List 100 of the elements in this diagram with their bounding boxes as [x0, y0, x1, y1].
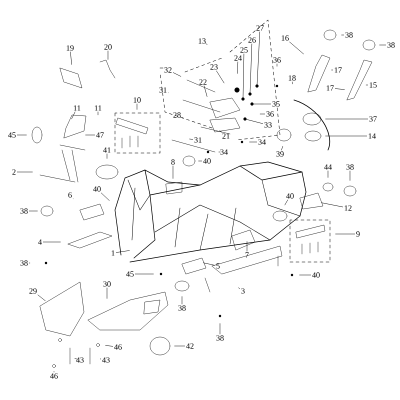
leader-line [379, 44, 386, 46]
leader-line [281, 146, 284, 150]
callout-number: 1 [112, 250, 115, 256]
leader-line [242, 54, 244, 98]
callout-number: 38 [20, 208, 28, 214]
callout-number: 13 [198, 38, 206, 44]
callout-number: 31 [194, 137, 202, 143]
leader-line [204, 86, 208, 97]
callout-number: 37 [369, 116, 377, 122]
leader-line [341, 34, 344, 36]
callout-number: 11 [94, 105, 102, 111]
leader-line [189, 138, 194, 140]
callout-number: 16 [282, 35, 289, 41]
leader-line [366, 84, 368, 86]
callout-number: 2 [12, 169, 16, 175]
callout-number: 45 [126, 271, 134, 277]
callout-number: 17 [326, 85, 334, 91]
callout-number: 3 [241, 288, 245, 294]
callout-number: 32 [164, 67, 172, 73]
callout-number: 38 [346, 164, 354, 170]
leader-line [246, 119, 264, 124]
callout-number: 36 [266, 111, 274, 117]
callout-number: 38 [178, 305, 186, 311]
leader-line [28, 210, 38, 212]
leader-line [16, 134, 27, 136]
leader-line [289, 42, 304, 54]
callout-number: 38 [387, 42, 395, 48]
leader-line [250, 44, 252, 92]
callout-number: 22 [199, 79, 207, 85]
callout-number: 35 [272, 101, 280, 107]
leader-line [334, 88, 345, 90]
callout-number: 21 [222, 133, 230, 139]
callout-number: 40 [312, 272, 320, 278]
callout-number: 25 [240, 47, 248, 53]
leader-line [299, 274, 312, 276]
leader-line [237, 62, 238, 74]
callout-number: 5 [216, 263, 220, 269]
leader-line [136, 104, 138, 110]
callout-number: 38 [20, 260, 28, 266]
leader-line [74, 358, 78, 360]
leader-line [106, 154, 108, 159]
leader-line [325, 118, 368, 120]
leader-line [172, 72, 182, 77]
callout-number: 26 [248, 37, 256, 43]
callout-number: 46 [114, 344, 122, 350]
callout-number: 23 [210, 64, 218, 70]
callout-number: 33 [264, 122, 272, 128]
callout-number: 27 [256, 25, 264, 31]
leader-line [172, 166, 174, 179]
callout-number: 28 [173, 112, 181, 118]
leader-line [198, 160, 202, 162]
callout-number: 34 [258, 139, 266, 145]
callout-number: 18 [288, 75, 296, 81]
callout-number: 43 [76, 357, 84, 363]
callout-number: 11 [74, 105, 80, 111]
callout-number: 39 [276, 151, 284, 157]
callout-number: 44 [324, 164, 332, 170]
callout-number: 45 [8, 132, 16, 138]
callout-number: 30 [103, 281, 111, 287]
callout-number: 10 [134, 97, 141, 103]
callout-number: 6 [68, 192, 72, 198]
leader-line [106, 288, 108, 299]
callout-number: 34 [220, 149, 228, 155]
leader-line [321, 202, 344, 208]
callout-number: 38 [345, 32, 353, 38]
leader-line [284, 200, 288, 206]
leader-line [276, 64, 278, 67]
leader-line [216, 70, 224, 84]
leader-line [292, 82, 293, 84]
leader-line [203, 262, 216, 266]
callout-number: 31 [159, 87, 167, 93]
callout-number: 9 [356, 231, 360, 237]
leader-line [256, 32, 260, 84]
callout-number: 20 [104, 44, 112, 50]
callout-number: 24 [234, 55, 242, 61]
callout-number: 40 [203, 158, 211, 164]
callout-number: 15 [370, 82, 377, 88]
callout-number: 41 [103, 147, 111, 153]
callout-number: 12 [344, 205, 352, 211]
callout-number: 42 [186, 343, 194, 349]
leader-line [70, 52, 72, 65]
callout-number: 40 [286, 193, 294, 199]
callout-number: 40 [93, 186, 101, 192]
callout-number: 17 [334, 67, 342, 73]
leader-line [205, 43, 208, 45]
callout-number: 4 [38, 239, 42, 245]
callout-number: 29 [29, 288, 37, 294]
callout-number: 36 [273, 57, 281, 63]
leader-line [100, 192, 110, 201]
callout-number: 46 [50, 373, 58, 379]
callout-number: 38 [216, 335, 224, 341]
callout-number: 43 [102, 357, 110, 363]
leader-line [71, 112, 76, 120]
leader-line [105, 345, 114, 347]
leader-line [246, 241, 248, 252]
leader-line [116, 250, 130, 253]
leader-line [38, 294, 46, 302]
callout-number: 14 [368, 133, 376, 139]
callout-number: 19 [66, 45, 74, 51]
leader-line [85, 134, 96, 136]
